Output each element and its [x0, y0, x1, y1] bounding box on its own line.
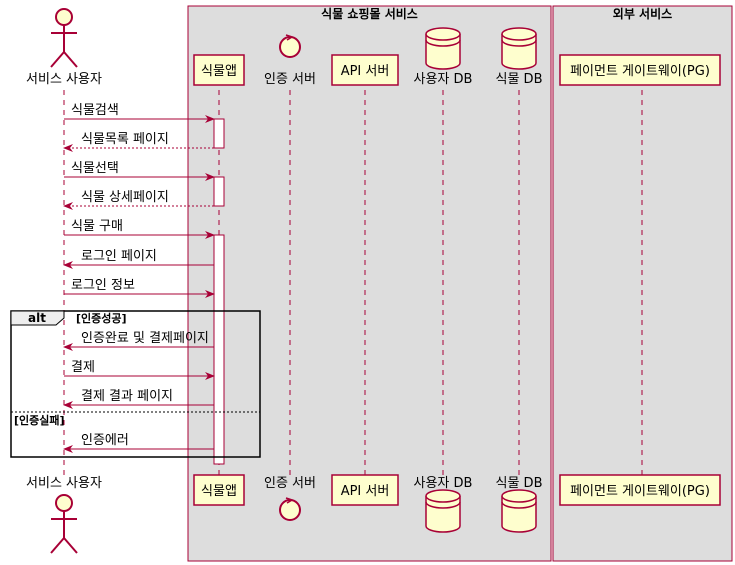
- message-login-info: 로그인 정보: [64, 278, 215, 298]
- message-plant-purchase: 식물 구매: [64, 219, 215, 239]
- participant-pg-bottom: 페이먼트 게이트웨이(PG): [559, 474, 721, 506]
- participant-label: 식물앱: [201, 64, 237, 79]
- message-payment: 결제: [64, 360, 215, 380]
- participant-label: 사용자 DB: [414, 476, 473, 491]
- message-label: 식물 구매: [71, 219, 123, 234]
- alt-keyword: alt: [28, 311, 46, 325]
- database-icon: [425, 34, 461, 70]
- message-label: 로그인 페이지: [81, 249, 157, 264]
- control-icon: [279, 499, 301, 521]
- database-icon: [425, 496, 461, 533]
- participant-label: 사용자 DB: [414, 72, 473, 87]
- participant-api-top: API 서버: [331, 54, 399, 86]
- participant-pg-top: 페이먼트 게이트웨이(PG): [559, 54, 721, 86]
- alt-fragment: alt [인증성공] [인증실패]: [10, 310, 261, 458]
- alt-guard-failure: [인증실패]: [14, 413, 65, 427]
- participant-label: 인증 서버: [264, 72, 316, 87]
- participant-api-bottom: API 서버: [331, 474, 399, 506]
- message-label: 결제: [71, 360, 95, 375]
- participant-userdb-top: 사용자 DB: [414, 27, 473, 87]
- message-label: 인증완료 및 결제페이지: [81, 331, 209, 346]
- participant-label: 서비스 사용자: [26, 72, 102, 87]
- box-plant-shopping-service: 식물 쇼핑몰 서비스: [187, 5, 552, 562]
- database-icon: [501, 496, 537, 533]
- participant-user-top: 서비스 사용자: [26, 8, 102, 87]
- participant-plantdb-top: 식물 DB: [496, 27, 543, 87]
- participant-label: 식물 DB: [496, 476, 543, 491]
- box-external-service: 외부 서비스: [552, 5, 733, 562]
- participant-label: 페이먼트 게이트웨이(PG): [570, 64, 710, 79]
- activation-bar: [213, 234, 225, 465]
- message-label: 로그인 정보: [71, 278, 135, 293]
- participant-userdb-bottom: 사용자 DB: [414, 476, 473, 533]
- message-auth-complete-payment-page: 인증완료 및 결제페이지: [63, 331, 214, 351]
- participant-label: 인증 서버: [264, 476, 316, 491]
- activation-bar: [213, 176, 225, 207]
- message-plant-select: 식물선택: [64, 161, 215, 181]
- message-plant-detail-page: 식물 상세페이지: [63, 190, 214, 210]
- control-icon: [279, 36, 301, 58]
- message-label: 식물선택: [71, 161, 119, 176]
- message-login-page: 로그인 페이지: [63, 249, 214, 269]
- activations: [213, 118, 225, 465]
- message-payment-result-page: 결제 결과 페이지: [63, 389, 214, 409]
- message-plant-search: 식물검색: [64, 103, 215, 123]
- box-title: 식물 쇼핑몰 서비스: [321, 6, 418, 21]
- activation-bar: [213, 118, 225, 149]
- database-icon: [501, 34, 537, 70]
- participant-auth-bottom: 인증 서버: [264, 476, 316, 521]
- message-label: 식물검색: [71, 103, 119, 118]
- participant-user-bottom: 서비스 사용자: [26, 476, 102, 554]
- message-label: 식물 상세페이지: [81, 190, 169, 205]
- actor-head: [55, 8, 73, 26]
- message-label: 인증에러: [81, 433, 129, 448]
- participant-label: 서비스 사용자: [26, 476, 102, 491]
- participant-label: 식물 DB: [496, 72, 543, 87]
- participant-auth-top: 인증 서버: [264, 34, 316, 87]
- message-auth-error: 인증에러: [63, 433, 214, 453]
- message-plant-list-page: 식물목록 페이지: [63, 132, 214, 152]
- participant-label: API 서버: [341, 484, 390, 499]
- participant-label: API 서버: [341, 64, 390, 79]
- participant-app-top: 식물앱: [193, 54, 245, 86]
- alt-guard-success: [인증성공]: [76, 311, 127, 325]
- participant-plantdb-bottom: 식물 DB: [496, 476, 543, 533]
- message-label: 식물목록 페이지: [81, 132, 169, 147]
- actor-head: [55, 494, 73, 512]
- box-title: 외부 서비스: [613, 6, 672, 21]
- participant-app-bottom: 식물앱: [193, 474, 245, 506]
- participant-label: 식물앱: [201, 484, 237, 499]
- participant-label: 페이먼트 게이트웨이(PG): [570, 484, 710, 499]
- message-label: 결제 결과 페이지: [81, 389, 173, 404]
